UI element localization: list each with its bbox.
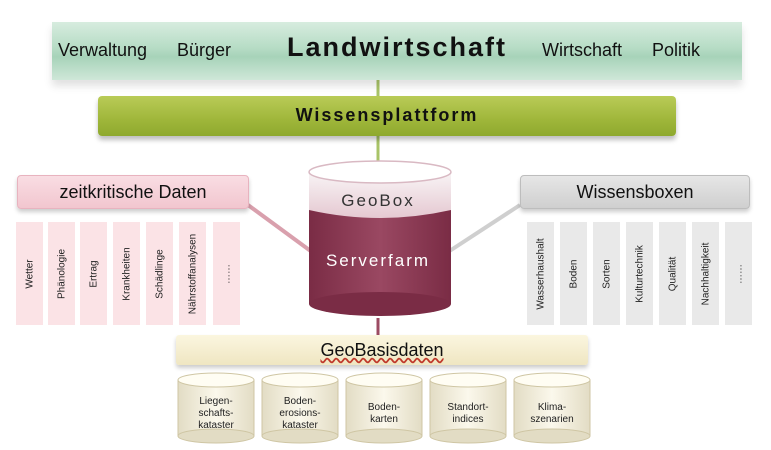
platform-label: Wissensplattform <box>295 105 479 125</box>
server-top-label: GeoBox <box>341 191 415 210</box>
left-column-2: Ertrag <box>80 222 107 325</box>
cylinder-label-line: szenarien <box>530 414 574 425</box>
server-upper-band <box>309 172 451 218</box>
banner-label-wirtschaft: Wirtschaft <box>542 40 623 60</box>
cylinder-label-3: Standort- indices <box>430 402 506 426</box>
cylinder-label-line: Klima- <box>537 402 567 413</box>
cylinder-label-2: Boden- karten <box>346 402 422 426</box>
right-column-3: Kulturtechnik <box>626 222 653 325</box>
right-panel-title: Wissensboxen <box>576 182 694 202</box>
right-column-0: Wasserhaushalt <box>527 222 554 325</box>
cylinder-label-line: Boden- <box>283 396 317 407</box>
cylinder-label-line: Boden- <box>367 402 401 413</box>
connector-left-server <box>246 203 314 254</box>
cylinder-label-line: Liegen- <box>199 396 233 407</box>
base-data-box: GeoBasisdaten <box>176 335 588 365</box>
left-column-6: …… <box>213 222 240 325</box>
banner-label-buerger: Bürger <box>177 40 232 60</box>
left-column-0: Wetter <box>16 222 43 325</box>
server-cylinder <box>308 160 452 316</box>
cylinder-2 <box>345 372 423 444</box>
top-banner: Verwaltung Bürger Landwirtschaft Wirtsch… <box>52 22 742 80</box>
banner-label-politik: Politik <box>652 40 701 60</box>
server-top <box>308 160 452 184</box>
cylinder-label-0: Liegen- schafts- kataster <box>178 396 254 432</box>
right-column-6: …… <box>725 222 752 325</box>
connector-right-server <box>446 203 522 254</box>
cylinder-label-line: erosions- <box>279 408 321 419</box>
left-panel-title: zeitkritische Daten <box>59 182 207 202</box>
cylinder-0 <box>177 372 255 444</box>
cylinder-3 <box>429 372 507 444</box>
right-column-4: Qualität <box>659 222 686 325</box>
cylinder-label-line: schafts- <box>198 408 234 419</box>
cylinder-label-line: kataster <box>282 420 318 431</box>
right-panel-header: Wissensboxen <box>520 175 750 209</box>
server-main-label: Serverfarm <box>325 251 431 270</box>
cylinder-1 <box>261 372 339 444</box>
server-bottom <box>309 292 451 316</box>
cylinder-label-line: kataster <box>198 420 234 431</box>
cylinder-label-line: Standort- <box>447 402 489 413</box>
cylinder-label-line: indices <box>452 414 484 425</box>
banner-title: Landwirtschaft <box>286 32 508 62</box>
right-column-5: Nachhaltigkeit <box>692 222 719 325</box>
left-column-4: Schädlinge <box>146 222 173 325</box>
right-column-1: Boden <box>560 222 587 325</box>
left-panel-header: zeitkritische Daten <box>17 175 249 209</box>
cylinder-label-1: Boden- erosions- kataster <box>262 396 338 432</box>
cylinder-label-4: Klima- szenarien <box>514 402 590 426</box>
left-column-1: Phänologie <box>48 222 75 325</box>
cylinder-4 <box>513 372 591 444</box>
right-column-2: Sorten <box>593 222 620 325</box>
left-column-3: Krankheiten <box>113 222 140 325</box>
left-column-5: Nährstoffanalysen <box>179 222 206 325</box>
base-data-label: GeoBasisdaten <box>320 340 444 360</box>
cylinder-label-line: karten <box>370 414 398 425</box>
banner-label-verwaltung: Verwaltung <box>58 40 148 60</box>
platform-bar: Wissensplattform <box>98 96 676 136</box>
